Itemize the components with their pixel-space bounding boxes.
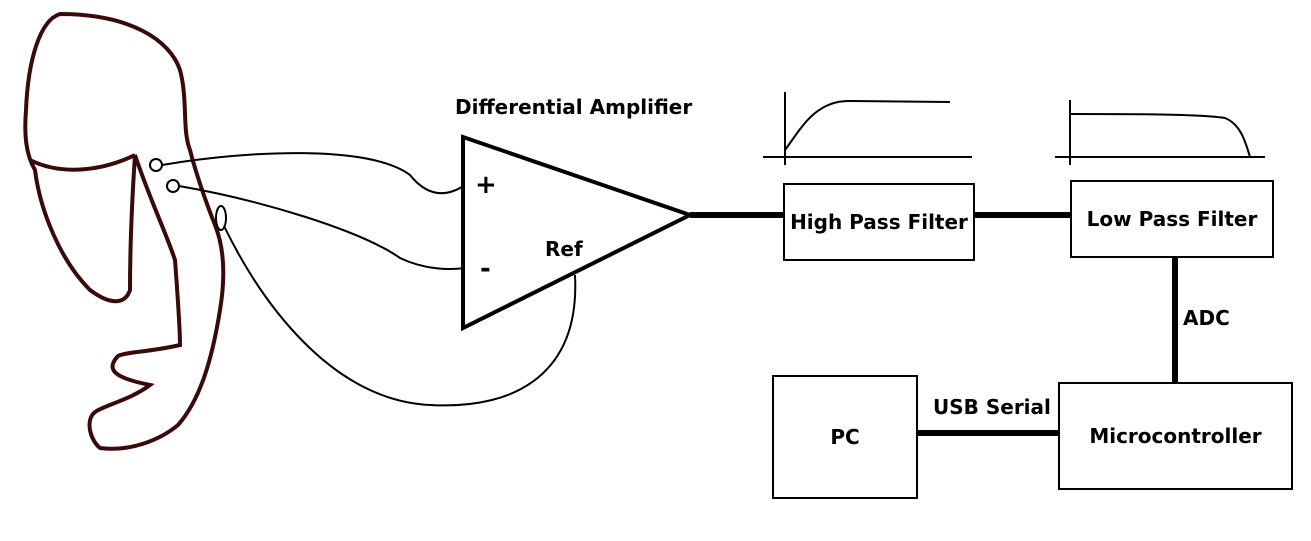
adc-label: ADC bbox=[1183, 306, 1230, 330]
ref-label: Ref bbox=[545, 237, 583, 261]
pc-box: PC bbox=[772, 375, 918, 499]
minus-sign: - bbox=[480, 254, 491, 284]
electrode-plus bbox=[149, 158, 163, 172]
lpf-response-curve bbox=[1069, 113, 1251, 158]
high-pass-filter-box: High Pass Filter bbox=[783, 183, 975, 261]
high-pass-filter-label: High Pass Filter bbox=[790, 210, 968, 234]
arm-outline bbox=[23, 11, 226, 451]
low-pass-filter-label: Low Pass Filter bbox=[1086, 207, 1258, 231]
wire-ref bbox=[223, 225, 577, 407]
usb-label: USB Serial bbox=[933, 395, 1051, 419]
wire-minus bbox=[178, 185, 466, 270]
wire-plus bbox=[161, 152, 466, 195]
arm-inner-line bbox=[29, 153, 136, 172]
plus-sign: + bbox=[475, 170, 497, 200]
amplifier-triangle bbox=[461, 134, 696, 332]
amplifier-label: Differential Amplifier bbox=[455, 95, 693, 119]
microcontroller-box: Microcontroller bbox=[1058, 382, 1293, 490]
pc-label: PC bbox=[830, 425, 860, 449]
low-pass-filter-box: Low Pass Filter bbox=[1070, 180, 1274, 258]
hpf-response-curve bbox=[784, 99, 951, 151]
microcontroller-label: Microcontroller bbox=[1089, 424, 1262, 448]
electrode-minus bbox=[166, 179, 180, 193]
electrode-ref bbox=[215, 205, 227, 231]
